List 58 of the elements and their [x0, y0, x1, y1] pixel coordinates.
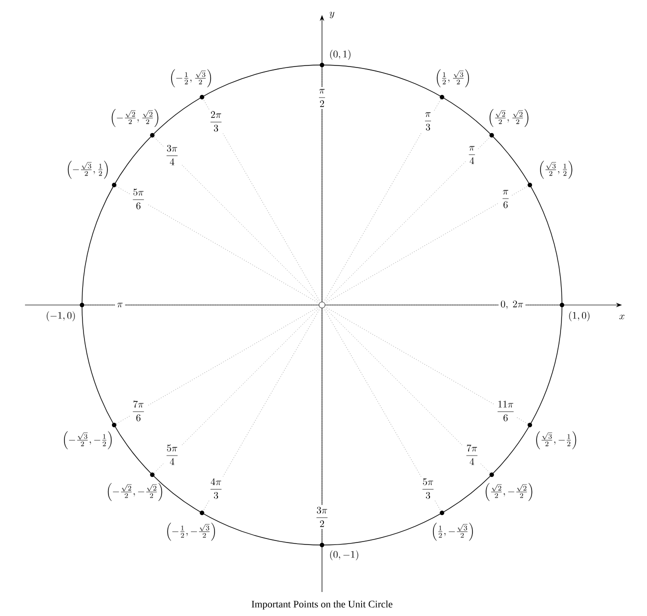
axis-label: $y$: [330, 12, 334, 18]
angle-label: $\dfrac{5\pi}{4}$: [163, 442, 181, 467]
angle-label: $\dfrac{\pi}{3}$: [422, 110, 434, 132]
dotted-ray: [125, 304, 319, 306]
dotted-ray: [434, 99, 441, 110]
coordinate-label: $\left(\tfrac{\sqrt{2}}{2}, -\tfrac{\sqrt{2}}{2}\right)$: [486, 482, 532, 501]
angle-label: $\dfrac{2\pi}{3}$: [207, 109, 225, 134]
angle-label: $\dfrac{5\pi}{3}$: [419, 476, 437, 501]
caption: Important Points on the Unit Circle: [252, 600, 392, 610]
coordinate-label: $(0,1)$: [330, 50, 350, 60]
coordinate-label: $\left(\tfrac{\sqrt{3}}{2}, \tfrac{1}{2}\right)$: [540, 160, 572, 179]
angle-label: $\dfrac{\pi}{6}$: [499, 188, 512, 210]
dotted-ray: [325, 304, 498, 306]
dotted-ray: [147, 204, 320, 304]
angle-label: $\dfrac{\pi}{4}$: [466, 144, 478, 166]
coordinate-label: $\left(\tfrac{1}{2}, \tfrac{\sqrt{3}}{2}\right)$: [436, 69, 469, 88]
angle-label: $\dfrac{3\pi}{4}$: [163, 143, 181, 168]
coordinate-label: $\left(-\tfrac{\sqrt{2}}{2}, \tfrac{\sqrt{2}}{2}\right)$: [112, 109, 158, 128]
dotted-ray: [84, 304, 115, 306]
angle-label: $\dfrac{11\pi}{6}$: [494, 398, 517, 424]
dotted-ray: [512, 186, 528, 196]
coordinate-label: $\left(-\tfrac{1}{2}, -\tfrac{\sqrt{3}}{2}\right)$: [167, 522, 215, 541]
coordinate-label: $(-1,0)$: [46, 311, 75, 322]
dotted-ray: [203, 500, 210, 511]
angle-label: $\dfrac{4\pi}{3}$: [207, 476, 225, 501]
coordinate-label: $(1,0)$: [569, 311, 590, 322]
dotted-ray: [116, 416, 130, 424]
coordinate-label: $\left(-\tfrac{\sqrt{3}}{2}, \tfrac{1}{2}\right)$: [68, 160, 108, 179]
dotted-ray: [116, 186, 130, 194]
dotted-ray: [203, 99, 210, 110]
dotted-ray: [154, 464, 164, 474]
dotted-ray: [323, 132, 422, 302]
coordinate-label: $\left(\tfrac{\sqrt{3}}{2}, -\tfrac{1}{2}\right)$: [536, 431, 576, 450]
angle-label: $\dfrac{7\pi}{6}$: [130, 398, 148, 424]
angle-label: $\dfrac{7\pi}{4}$: [463, 442, 481, 467]
coordinate-label: $\left(-\tfrac{\sqrt{2}}{2}, -\tfrac{\sqrt{2}}{2}\right)$: [108, 482, 162, 501]
dotted-ray: [480, 464, 490, 474]
dotted-ray: [324, 202, 500, 304]
coordinate-label: $\left(-\tfrac{\sqrt{3}}{2}, -\tfrac{1}{2}\right)$: [64, 431, 112, 450]
coordinate-label: $(0,-1)$: [330, 550, 358, 560]
dotted-ray: [222, 133, 321, 302]
dotted-ray: [478, 136, 490, 149]
angle-label: $\dfrac{3\pi}{2}$: [313, 504, 331, 530]
dotted-ray: [434, 500, 441, 511]
coordinate-label: $\left(\tfrac{1}{2}, -\tfrac{\sqrt{3}}{2}\right)$: [432, 522, 473, 541]
angle-label: $\dfrac{5\pi}{6}$: [130, 186, 148, 212]
coordinate-label: $\left(\tfrac{\sqrt{2}}{2}, \tfrac{\sqrt{2}}{2}\right)$: [490, 109, 528, 128]
dotted-ray: [323, 308, 422, 477]
dotted-ray: [154, 136, 164, 146]
dotted-ray: [324, 306, 494, 405]
angle-label: $0,\ 2\pi$: [498, 298, 526, 312]
coordinate-label: $\left(-\tfrac{1}{2}, \tfrac{\sqrt{3}}{2}\right)$: [171, 69, 212, 88]
axis-label: $x$: [619, 314, 624, 320]
dotted-ray: [222, 308, 321, 477]
angle-label: $\dfrac{\pi}{2}$: [316, 87, 328, 109]
dotted-ray: [526, 304, 560, 306]
angle-label: $\pi$: [114, 300, 126, 310]
dotted-ray: [147, 306, 320, 406]
